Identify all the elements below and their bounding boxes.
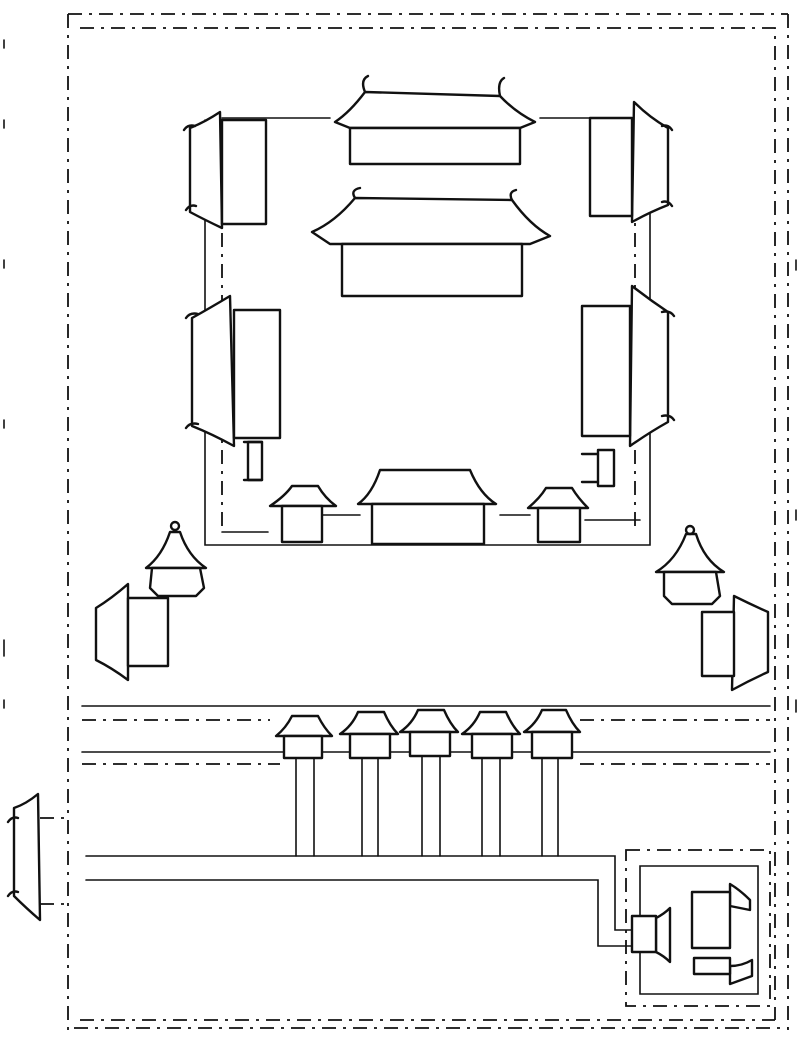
corner-pavilion-right <box>580 448 616 488</box>
memorial-arch-1 <box>274 714 334 857</box>
rear-hall <box>333 74 537 166</box>
memorial-arch-2 <box>338 710 400 857</box>
right-side-hall-lower <box>580 284 676 448</box>
avenue-lines <box>81 705 771 947</box>
right-side-hall-upper <box>588 100 674 224</box>
left-side-hall-lower <box>184 294 282 448</box>
hexagonal-pavilion-right <box>654 524 726 606</box>
outer-enclosure-wall <box>67 13 789 1030</box>
annex-hall-upper <box>690 882 752 950</box>
left-side-hall-upper <box>182 110 268 230</box>
side-gate-left <box>268 484 338 544</box>
outer-left-hall <box>6 792 70 922</box>
hexagonal-pavilion-left <box>144 520 208 598</box>
main-hall <box>310 186 552 298</box>
outer-side-hall-right <box>700 594 770 692</box>
outer-side-hall-left <box>94 582 170 682</box>
annex-hall-lower <box>692 956 754 986</box>
memorial-arch-5 <box>522 708 582 857</box>
annex-courtyard <box>625 849 771 1007</box>
edge-marks <box>3 39 797 713</box>
memorial-arch-3 <box>398 708 460 857</box>
annex-gate-building <box>630 906 672 964</box>
front-gate <box>356 468 498 546</box>
memorial-arch-4 <box>460 710 522 857</box>
corner-pavilion-left <box>242 440 264 482</box>
side-gate-right <box>526 486 590 544</box>
